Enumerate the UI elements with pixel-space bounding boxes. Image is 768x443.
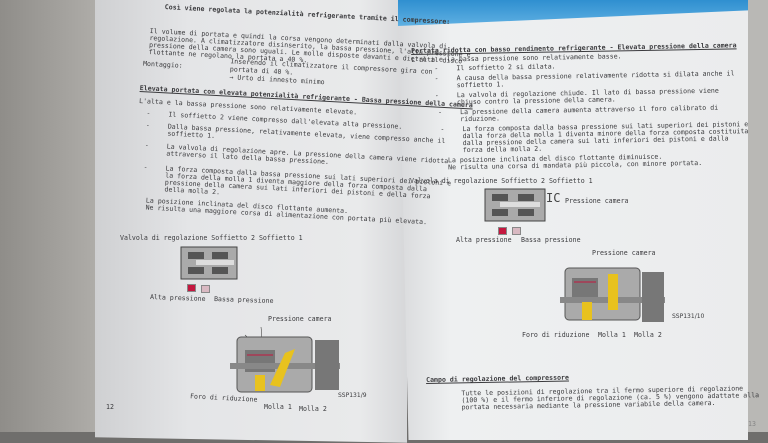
background-table [0, 0, 110, 432]
legend-high-swatch [498, 227, 507, 235]
text-line: soffietto 1. [456, 80, 505, 90]
legend-high-swatch [187, 284, 196, 292]
control-valve-diagram [180, 246, 238, 280]
legend-low-swatch [201, 285, 210, 293]
spring2-label: Molla 2 [299, 405, 327, 413]
diagram-caption: Valvola di regolazione Soffietto 2 Soffi… [410, 177, 593, 185]
control-valve-diagram: IC [484, 188, 560, 222]
text-line: riduzione. [460, 114, 501, 124]
chamber-pressure-top-label: Pressione camera [565, 197, 629, 205]
figure-code: SSP131/9 [338, 392, 367, 399]
orifice-label: Foro di riduzione [522, 331, 590, 339]
diagram-caption: Valvola di regolazione Soffietto 2 Soffi… [120, 234, 303, 242]
compressor-diagram [560, 267, 665, 322]
legend-high-label: Alta pressione [456, 236, 512, 244]
spring2-label: Molla 2 [634, 331, 662, 339]
spring1-label: Molla 1 [598, 331, 626, 339]
figure-code: SSP131/10 [672, 313, 705, 320]
chamber-pressure-label: Pressione camera [592, 249, 656, 257]
chamber-pressure-label: Pressione camera [268, 315, 332, 323]
page-number: 13 [748, 420, 756, 428]
legend-low-label: Bassa pressione [521, 236, 581, 244]
compressor-diagram [230, 326, 340, 393]
right-page [398, 0, 748, 440]
ic-mark-icon: IC [546, 191, 560, 205]
text-line: forza della molla 2. [462, 144, 543, 155]
page-number: 12 [106, 403, 114, 411]
spring1-label: Molla 1 [264, 403, 292, 411]
legend-low-swatch [512, 227, 521, 235]
